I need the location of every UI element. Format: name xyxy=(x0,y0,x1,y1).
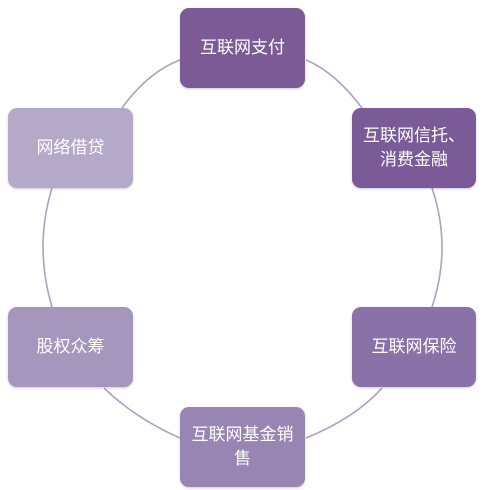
node-label: 互联网基金销售 xyxy=(191,425,294,469)
node-internet-fund-sales: 互联网基金销售 xyxy=(180,407,305,487)
connector-arc-5 xyxy=(42,187,53,308)
node-equity-crowdfunding: 股权众筹 xyxy=(8,307,133,387)
node-internet-payment: 互联网支付 xyxy=(180,8,305,88)
connector-arc-1 xyxy=(305,59,363,109)
connector-arc-2 xyxy=(431,187,443,308)
connector-arc-6 xyxy=(121,59,181,109)
connector-arc-3 xyxy=(305,387,383,439)
node-label: 互联网支付 xyxy=(200,38,285,58)
node-label: 股权众筹 xyxy=(36,337,105,357)
node-internet-trust-consumer-finance: 互联网信托、消费金融 xyxy=(352,108,476,188)
node-label: 互联网信托、消费金融 xyxy=(363,126,465,170)
node-internet-insurance: 互联网保险 xyxy=(352,307,476,387)
connector-arc-4 xyxy=(103,387,181,439)
node-label: 互联网保险 xyxy=(371,337,457,357)
node-label: 网络借贷 xyxy=(36,138,105,158)
node-online-lending: 网络借贷 xyxy=(8,108,133,188)
